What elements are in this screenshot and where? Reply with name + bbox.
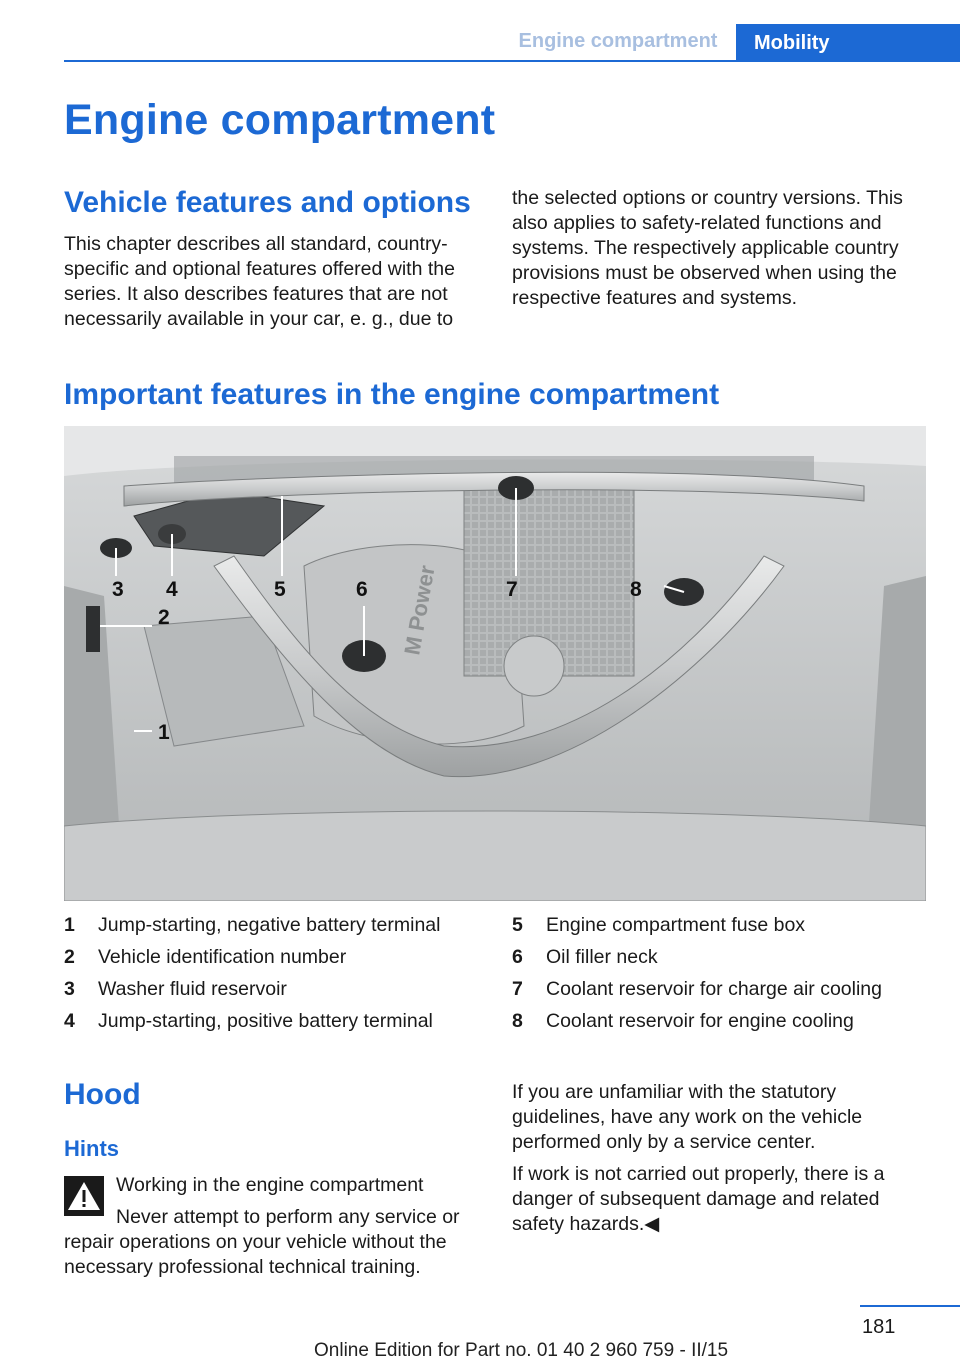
legend-number: 1: [64, 914, 75, 936]
callout-7: 7: [506, 578, 518, 601]
hood-right-paragraph-2: If work is not carried out properly, the…: [512, 1163, 885, 1235]
legend-number: 4: [64, 1010, 75, 1032]
callout-3: 3: [112, 578, 124, 601]
legend-number: 3: [64, 978, 75, 1000]
callout-4: 4: [166, 578, 178, 601]
vin-plate: [86, 606, 100, 652]
hood-edge: [64, 426, 926, 476]
page-title: Engine compartment: [64, 96, 496, 144]
legend-number: 7: [512, 978, 523, 1000]
legend-text: Coolant reservoir for charge air cooling: [546, 978, 882, 1000]
warning-body: Never attempt to perform any service or …: [64, 1206, 460, 1278]
legend-text: Jump-starting, positive battery terminal: [98, 1010, 433, 1032]
warning-triangle-icon: [64, 1176, 104, 1216]
vehicle-features-text-left: This chapter describes all standard, cou…: [64, 233, 455, 330]
legend-text: Vehicle identification number: [98, 946, 347, 968]
running-header-section: Engine compartment: [518, 29, 718, 52]
callout-5: 5: [274, 578, 286, 601]
legend-text: Jump-starting, negative battery terminal: [98, 914, 441, 936]
edition-footer: Online Edition for Part no. 01 40 2 960 …: [314, 1340, 729, 1361]
hood-right-paragraph-1: If you are unfamiliar with the statutory…: [512, 1081, 863, 1153]
legend-text: Engine compartment fuse box: [546, 914, 806, 936]
legend-number: 8: [512, 1010, 523, 1032]
vehicle-features-heading: Vehicle features and options: [64, 186, 471, 219]
callout-6: 6: [356, 578, 368, 601]
legend-text: Washer fluid reservoir: [98, 978, 287, 1000]
engine-compartment-diagram: M Power 1 2 3 4 5: [64, 426, 926, 901]
callout-1: 1: [158, 721, 170, 744]
important-features-heading: Important features in the engine compart…: [64, 378, 720, 411]
legend-text: Oil filler neck: [546, 946, 658, 968]
running-header-tab: Mobility: [736, 24, 960, 62]
page-number: 181: [862, 1316, 896, 1338]
header-rule: [64, 60, 960, 62]
callout-2: 2: [158, 606, 170, 629]
vehicle-features-text-right: the selected options or country versions…: [512, 187, 903, 309]
legend-number: 5: [512, 914, 523, 936]
footer-rule: [860, 1305, 960, 1307]
legend-text: Coolant reservoir for engine cooling: [546, 1010, 854, 1032]
hints-heading: Hints: [64, 1136, 119, 1161]
hood-heading: Hood: [64, 1078, 141, 1111]
callout-8: 8: [630, 578, 642, 601]
warning-title: Working in the engine compartment: [116, 1174, 424, 1196]
legend-number: 2: [64, 946, 75, 968]
legend-number: 6: [512, 946, 523, 968]
